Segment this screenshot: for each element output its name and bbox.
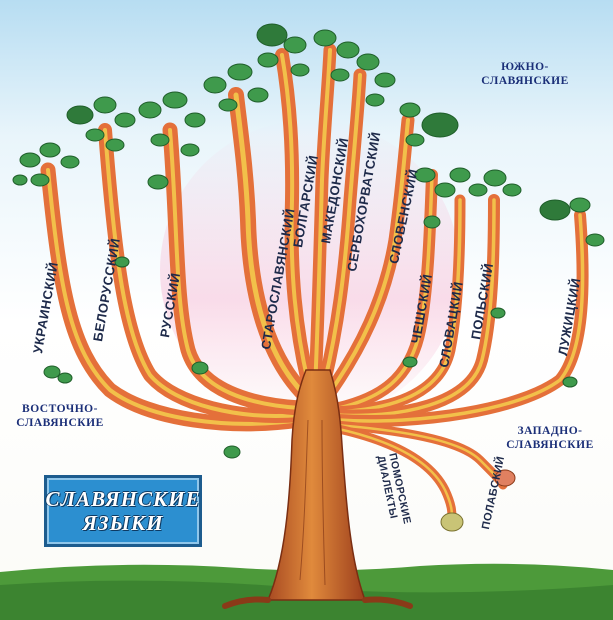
tree-trunk bbox=[266, 369, 367, 601]
branches bbox=[40, 43, 589, 523]
group-label-west-line2: славянские bbox=[506, 439, 594, 451]
dead-leaf-polabian bbox=[494, 469, 516, 487]
group-label-west-line1: западно- bbox=[517, 425, 583, 437]
group-label-east-line1: восточно- bbox=[22, 403, 98, 415]
group-label-south-line2: славянские bbox=[481, 75, 569, 87]
group-label-south-line1: южно- bbox=[501, 61, 549, 73]
crown-glow bbox=[160, 120, 460, 420]
title-box: СЛАВЯНСКИЕ ЯЗЫКИ bbox=[44, 475, 202, 547]
group-label-east-line2: славянские bbox=[16, 417, 104, 429]
leaves bbox=[12, 23, 605, 532]
title-line-1: СЛАВЯНСКИЕ bbox=[45, 487, 201, 511]
group-label-south: южно- славянские bbox=[475, 60, 575, 88]
group-label-west: западно- славянские bbox=[500, 424, 600, 452]
dead-leaf-pomeranian bbox=[440, 512, 464, 532]
title-line-2: ЯЗЫКИ bbox=[82, 511, 164, 535]
group-label-east: восточно- славянские bbox=[10, 402, 110, 430]
